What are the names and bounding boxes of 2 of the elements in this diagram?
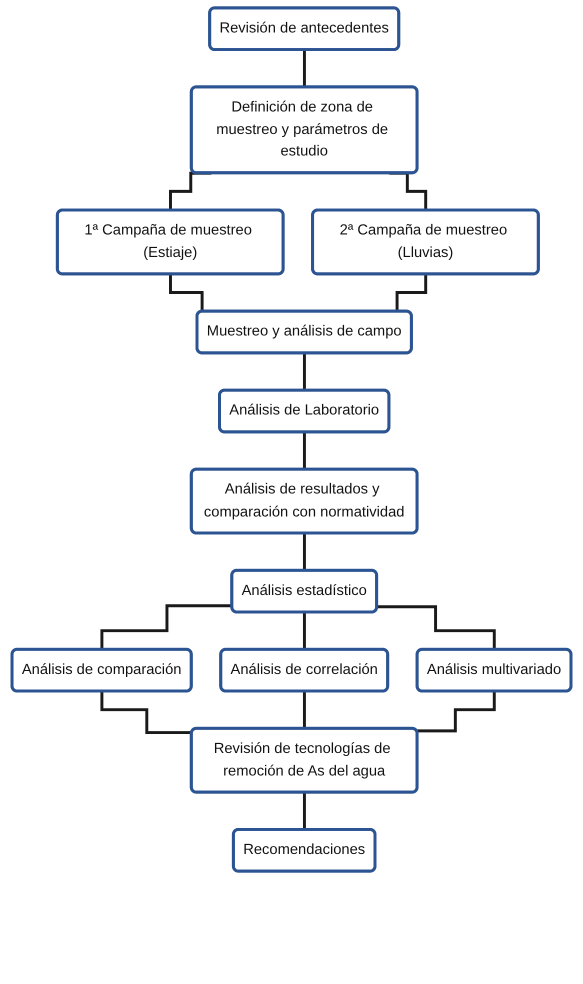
connector	[416, 690, 496, 732]
connector	[100, 690, 192, 734]
